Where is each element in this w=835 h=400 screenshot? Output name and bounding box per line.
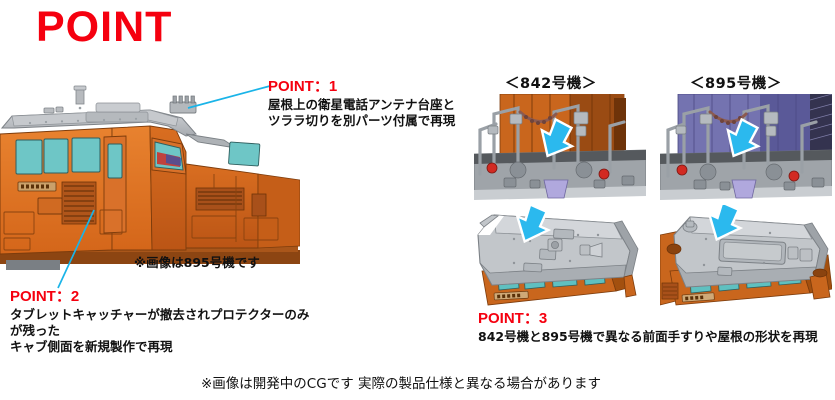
point-2-callout: POINT：2 タブレットキャッチャーが撤去されプロテクターのみが残った キャブ… <box>10 288 310 355</box>
point-1-body: 屋根上の衛星電話アンテナ台座と ツララ切りを別パーツ付属で再現 <box>268 97 456 128</box>
cyan-arrow-icon <box>707 205 744 242</box>
point-2-body: タブレットキャッチャーが撤去されプロテクターのみが残った キャブ側面を新規製作で… <box>10 307 310 354</box>
figure-842-front-detail <box>474 94 646 202</box>
leader-line-point-1 <box>187 85 271 109</box>
page-title: POINT <box>36 3 173 51</box>
figure-895-front-detail <box>660 94 832 202</box>
point-2-heading: POINT：2 <box>10 288 80 305</box>
cyan-arrow-icon <box>515 205 552 244</box>
point-1-heading: POINT：1 <box>268 78 338 95</box>
figure-842-roof-detail <box>474 205 646 310</box>
point-1-callout: POINT：1 屋根上の衛星電話アンテナ台座と ツララ切りを別パーツ付属で再現 <box>268 78 483 129</box>
footer-disclaimer: ※画像は開発中のCGです 実際の製品仕様と異なる場合があります <box>201 376 601 392</box>
point-3-body: 842号機と895号機で異なる前面手すりや屋根の形状を再現 <box>478 329 818 344</box>
cyan-arrow-icon <box>540 117 575 158</box>
section-header-895: ＜895号機＞ <box>690 76 782 92</box>
figure-895-roof-detail <box>660 205 832 310</box>
point-3-callout: POINT：3 842号機と895号機で異なる前面手すりや屋根の形状を再現 <box>478 310 828 345</box>
section-header-842: ＜842号機＞ <box>505 76 597 92</box>
point-3-heading: POINT：3 <box>478 310 548 327</box>
main-image-note: ※画像は895号機です <box>134 255 260 270</box>
cyan-arrow-icon <box>726 117 761 158</box>
main-locomotive-figure <box>0 82 300 272</box>
leader-line-point-2 <box>57 209 95 289</box>
